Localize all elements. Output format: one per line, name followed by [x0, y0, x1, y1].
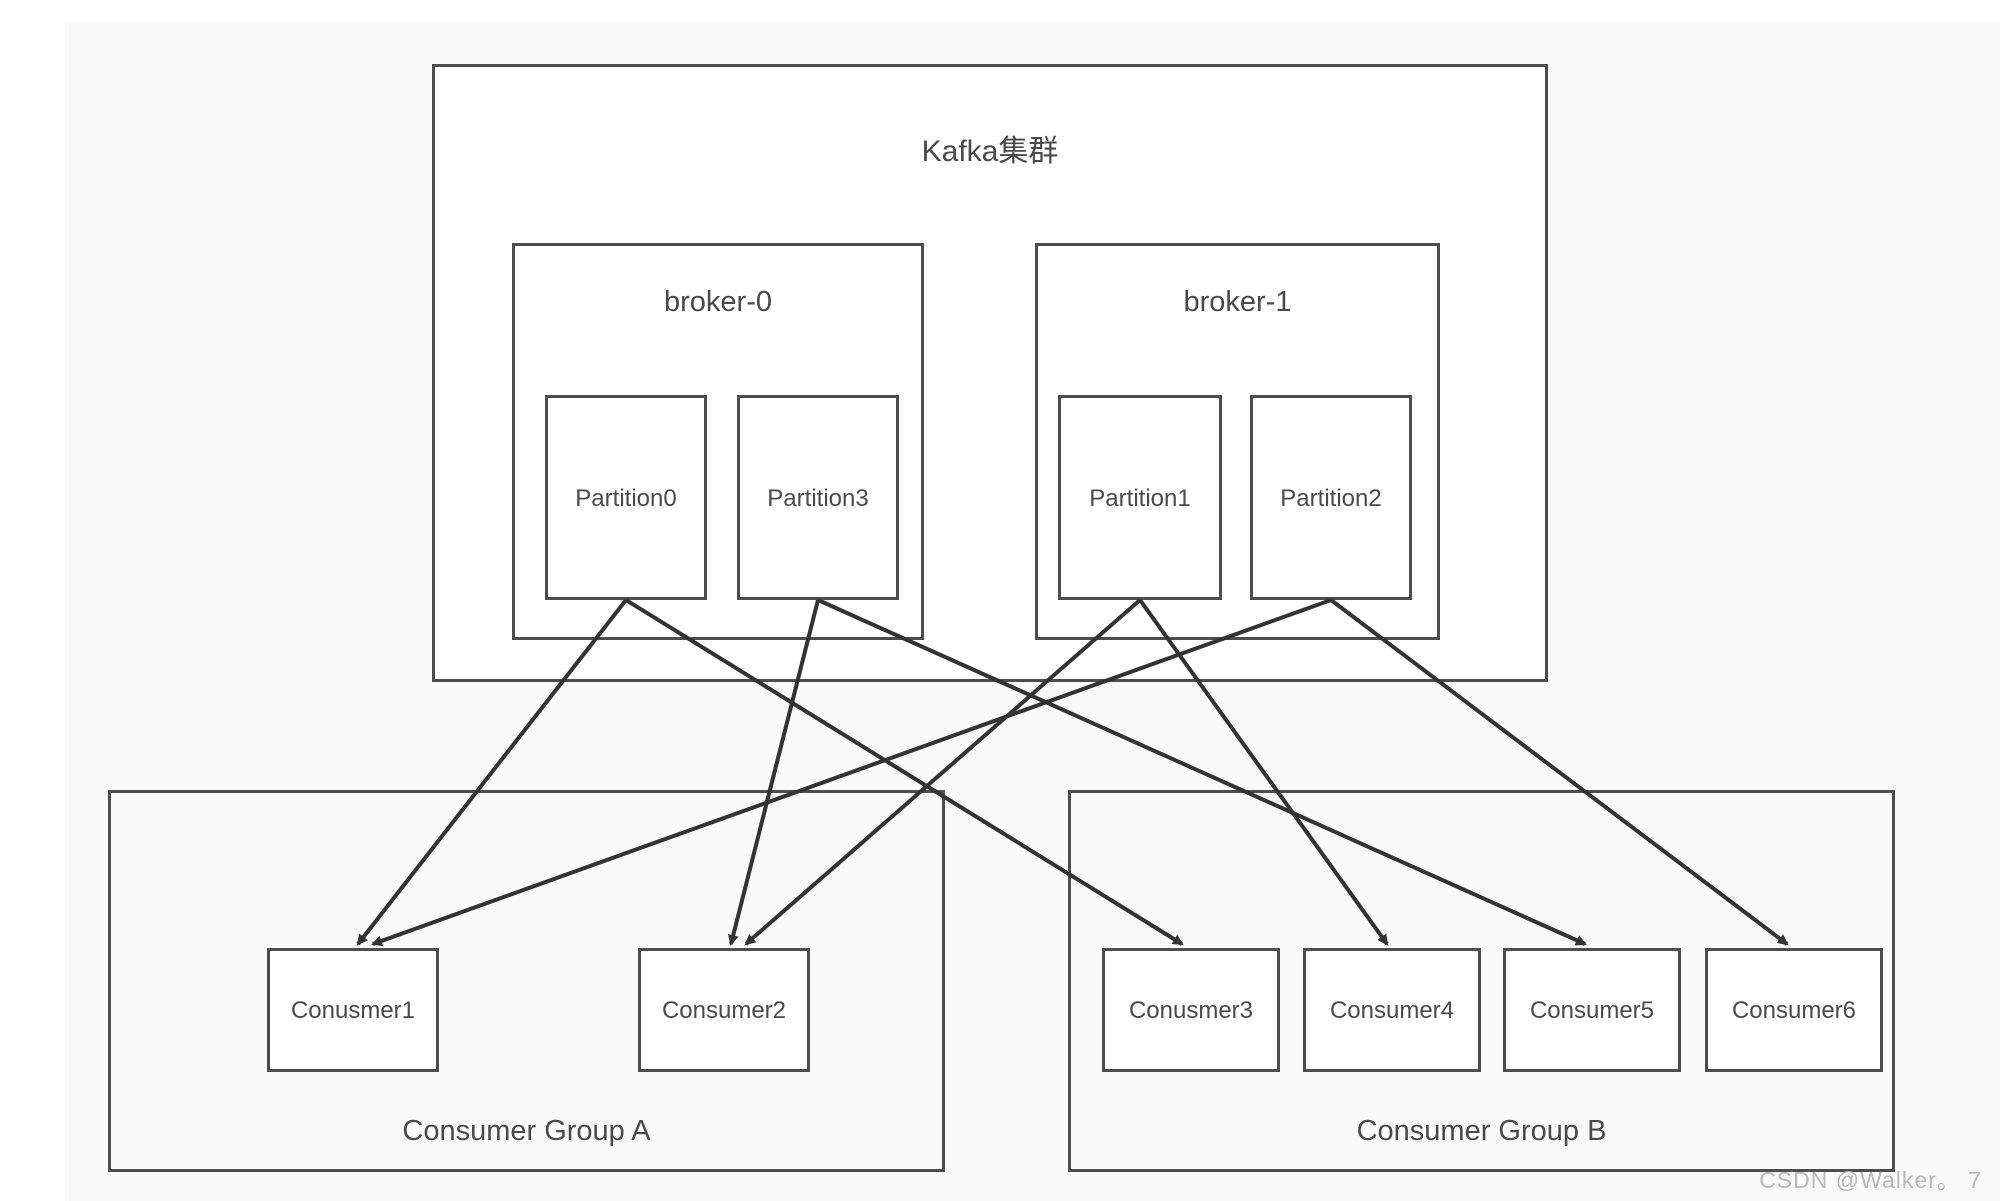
consumer-c1-box: [267, 948, 439, 1072]
consumer-c4-label: Consumer4: [1329, 997, 1455, 1024]
consumer-c6-label: Consumer6: [1731, 997, 1857, 1024]
consumer-group-b-label: Consumer Group B: [1356, 1115, 1607, 1147]
partition-1-label: Partition1: [1089, 485, 1191, 512]
consumer-c3-box: [1102, 948, 1280, 1072]
consumer-c6-box: [1705, 948, 1883, 1072]
csdn-watermark: CSDN @Walker。 7: [1759, 1167, 1982, 1193]
consumer-c1-label: Conusmer1: [290, 997, 416, 1024]
consumer-c4-box: [1303, 948, 1481, 1072]
partition-2-label: Partition2: [1280, 485, 1382, 512]
consumer-c3-label: Conusmer3: [1128, 997, 1254, 1024]
kafka-cluster-box: [432, 64, 1548, 682]
consumer-c5-box: [1503, 948, 1681, 1072]
consumer-c2-label: Consumer2: [661, 997, 787, 1024]
partition-0-label: Partition0: [575, 485, 677, 512]
broker-0-label: broker-0: [664, 286, 772, 318]
consumer-group-a-label: Consumer Group A: [402, 1115, 651, 1147]
consumer-c5-label: Consumer5: [1529, 997, 1655, 1024]
kafka-cluster-title: Kafka集群: [921, 135, 1059, 168]
partition-3-label: Partition3: [767, 485, 869, 512]
consumer-c2-box: [638, 948, 810, 1072]
broker-1-label: broker-1: [1183, 286, 1292, 318]
